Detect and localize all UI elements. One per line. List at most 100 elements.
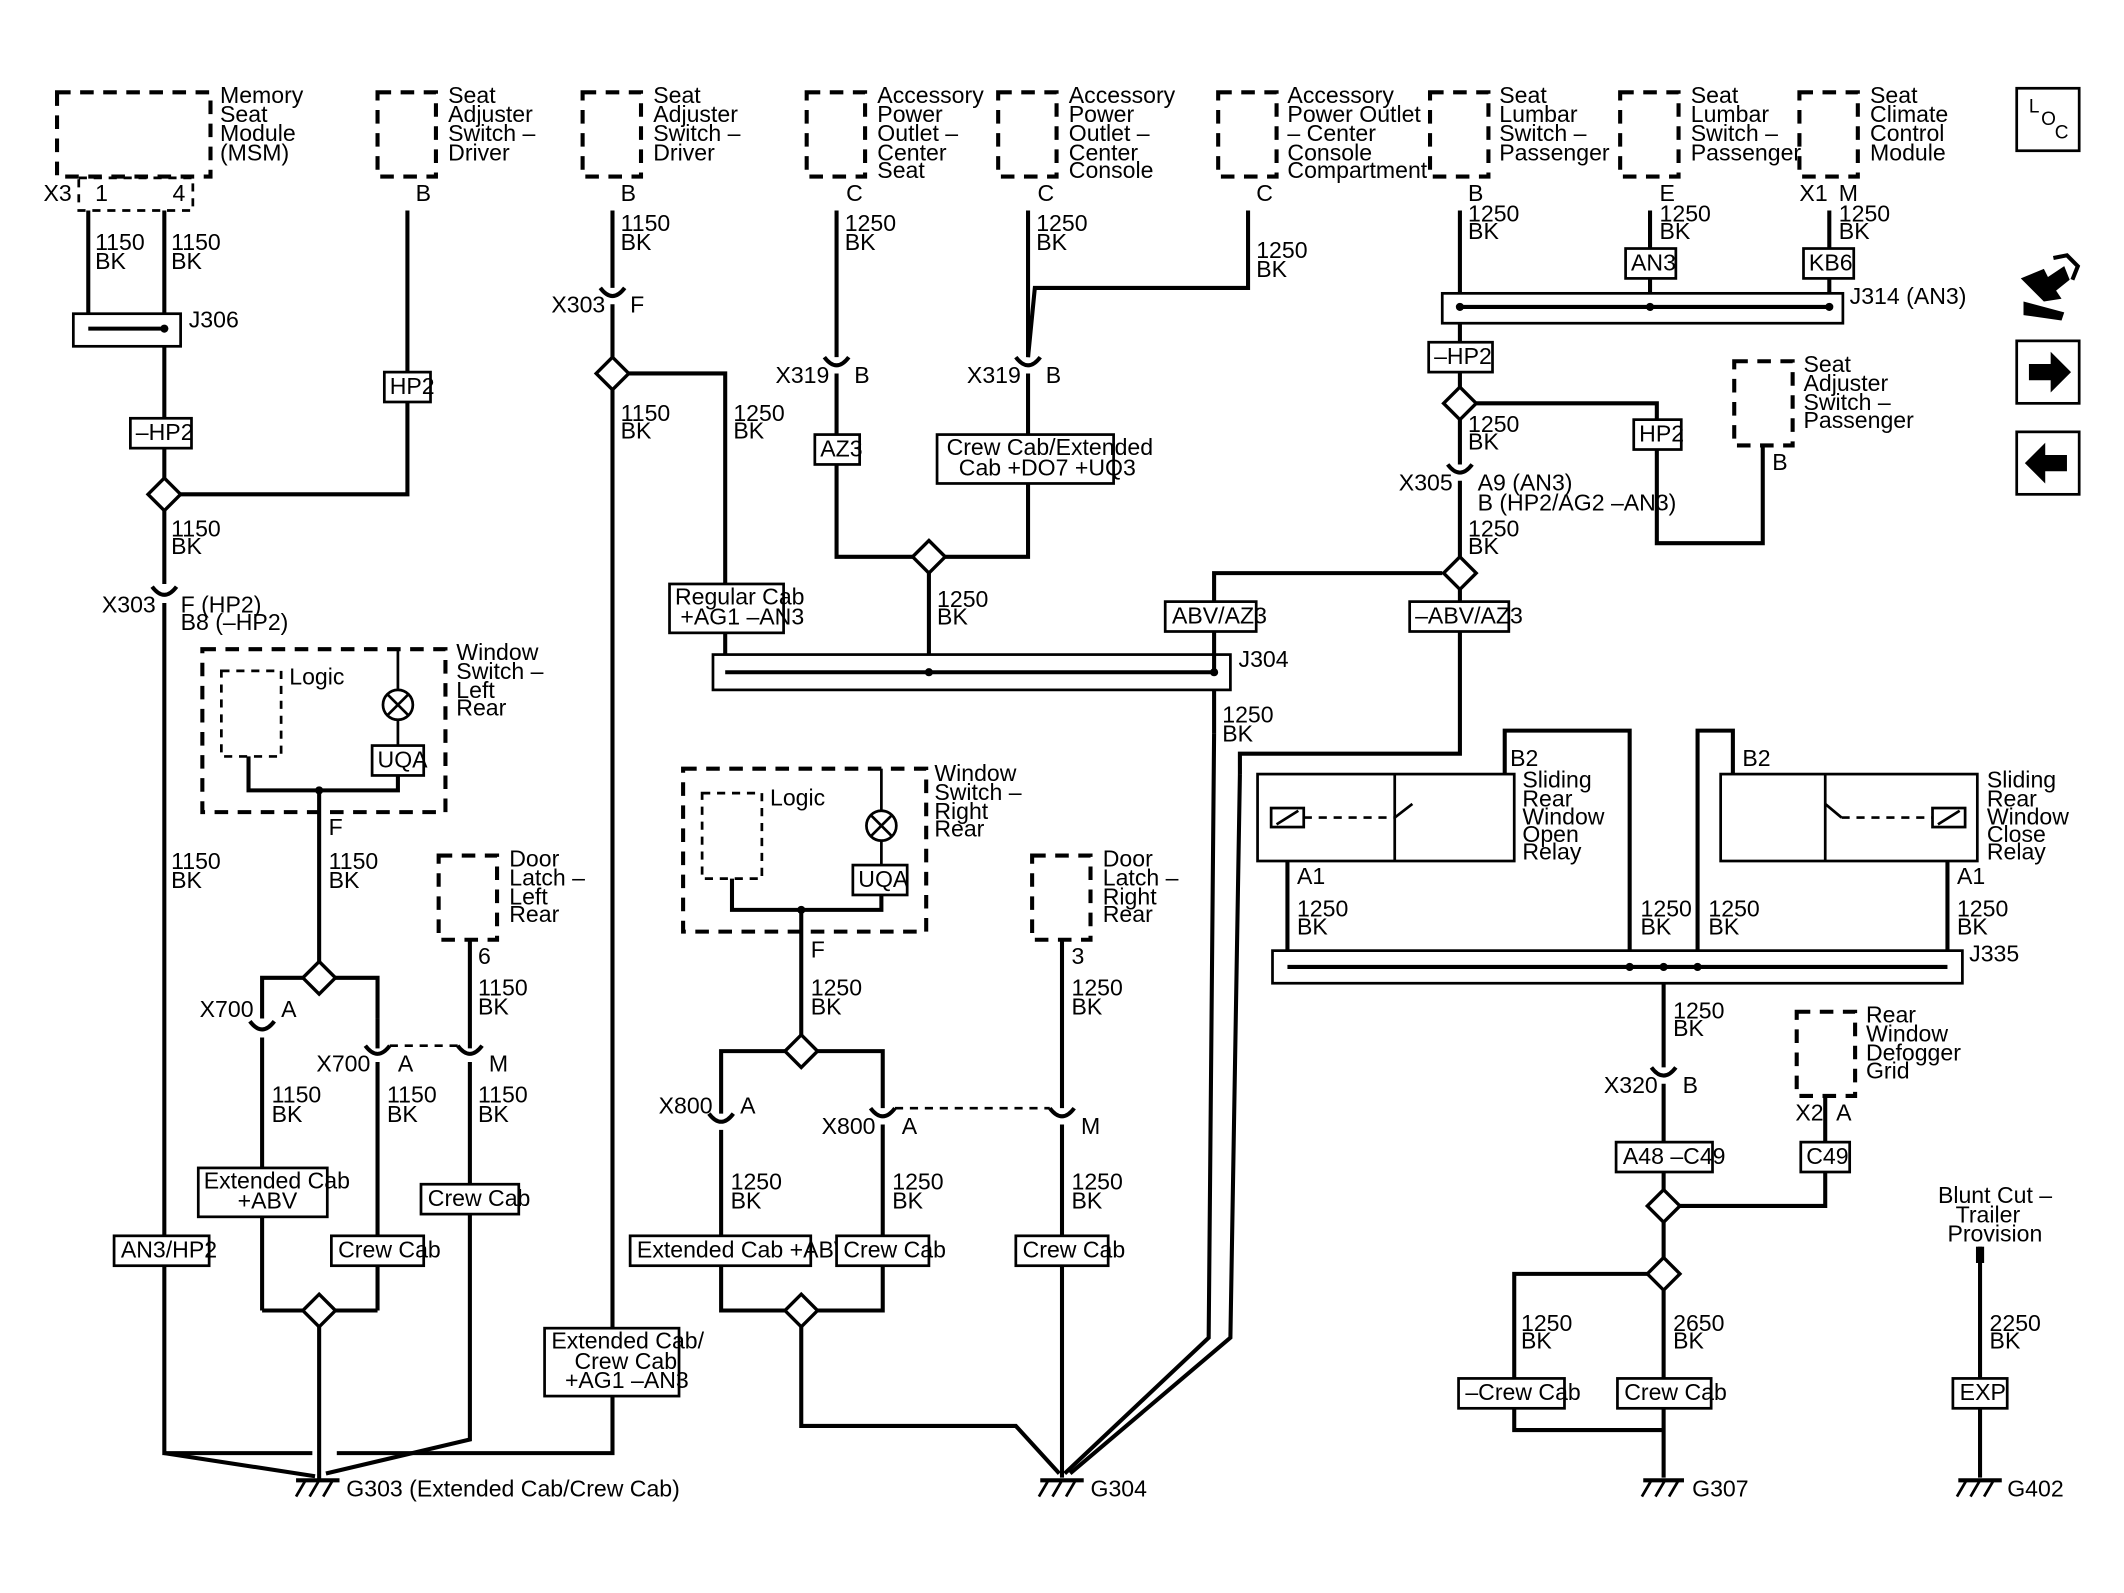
component-window-switch-left-rear: Logic Window Switch – Left Rear UQA F 11… <box>196 639 544 1330</box>
svg-text:BK: BK <box>892 1188 923 1214</box>
svg-text:6: 6 <box>478 943 491 969</box>
svg-text:Grid: Grid <box>1866 1057 1910 1083</box>
svg-text:BK: BK <box>478 993 509 1019</box>
svg-text:BK: BK <box>1990 1328 2021 1354</box>
component-seat-lumbar-passenger-1: Seat Lumbar Switch – Passenger B <box>1427 82 1610 206</box>
svg-text:Center: Center <box>877 139 947 165</box>
svg-text:Relay: Relay <box>1522 839 1581 865</box>
svg-text:1250: 1250 <box>1708 896 1759 922</box>
svg-text:B: B <box>1046 362 1061 388</box>
svg-text:Switch –: Switch – <box>456 658 543 684</box>
svg-text:Power: Power <box>877 101 943 127</box>
component-seat-adjuster-passenger: Seat Adjuster Switch – Passenger B <box>1732 351 1914 475</box>
svg-text:Extended Cab: Extended Cab <box>204 1167 350 1193</box>
svg-text:A1: A1 <box>1297 863 1325 889</box>
svg-text:A1: A1 <box>1957 863 1985 889</box>
component-door-latch-right-rear: Door Latch – Right Rear 3 1250 BK M 1250… <box>894 845 1179 1478</box>
svg-text:Power: Power <box>1069 101 1135 127</box>
svg-text:1250: 1250 <box>1673 998 1724 1024</box>
svg-text:1250: 1250 <box>1072 974 1123 1000</box>
svg-text:Seat: Seat <box>448 82 496 108</box>
svg-text:Crew Cab: Crew Cab <box>428 1185 531 1211</box>
svg-text:BK: BK <box>171 533 202 559</box>
svg-text:Switch –: Switch – <box>1691 120 1778 146</box>
svg-text:Door: Door <box>1103 845 1153 871</box>
svg-text:Seat: Seat <box>653 82 701 108</box>
svg-text:1250: 1250 <box>892 1169 943 1195</box>
svg-text:Left: Left <box>509 883 548 909</box>
svg-text:Power Outlet: Power Outlet <box>1287 101 1421 127</box>
svg-text:X1: X1 <box>1799 180 1827 206</box>
svg-text:UQA: UQA <box>378 746 429 772</box>
svg-text:C: C <box>846 180 863 206</box>
svg-text:E: E <box>1660 180 1675 206</box>
svg-text:BK: BK <box>1521 1328 1552 1354</box>
svg-text:Left: Left <box>456 677 495 703</box>
svg-text:1150: 1150 <box>171 515 221 541</box>
svg-text:BK: BK <box>478 1101 509 1127</box>
svg-text:Rear: Rear <box>1866 1002 1916 1028</box>
svg-text:BK: BK <box>95 248 126 274</box>
wiring-tools-icon[interactable] <box>2020 253 2081 321</box>
svg-text:1250: 1250 <box>1641 896 1692 922</box>
svg-text:BK: BK <box>387 1101 418 1127</box>
svg-text:BK: BK <box>1222 720 1253 746</box>
svg-text:Window: Window <box>1866 1021 1948 1047</box>
svg-text:Adjuster: Adjuster <box>653 101 738 127</box>
svg-text:X800: X800 <box>659 1093 713 1119</box>
svg-text:BK: BK <box>1468 429 1499 455</box>
component-accessory-outlet-center-seat: Accessory Power Outlet – Center Seat C <box>804 82 984 206</box>
svg-text:BK: BK <box>811 993 842 1019</box>
svg-text:BK: BK <box>733 418 764 444</box>
svg-text:Switch –: Switch – <box>1499 120 1586 146</box>
svg-text:X3: X3 <box>43 180 71 206</box>
svg-text:G307: G307 <box>1692 1476 1748 1502</box>
svg-text:B2: B2 <box>1742 745 1770 771</box>
svg-text:Right: Right <box>934 798 988 824</box>
location-view-button[interactable]: L O C <box>2015 86 2081 153</box>
svg-text:BK: BK <box>621 229 652 255</box>
component-rear-window-defogger: Rear Window Defogger Grid X2 A C49 <box>1679 1002 1961 1208</box>
svg-text:Adjuster: Adjuster <box>448 101 533 127</box>
svg-text:1150: 1150 <box>171 848 221 874</box>
svg-text:Module: Module <box>1870 139 1946 165</box>
svg-text:M: M <box>489 1051 508 1077</box>
back-arrow-button[interactable] <box>2015 430 2081 496</box>
svg-text:HP2: HP2 <box>390 373 435 399</box>
svg-text:Seat: Seat <box>1870 82 1918 108</box>
circuit-lumbar: 1250 BK 1250 BK AN3 1250 BK KB6 J314 (AN… <box>1237 200 1966 775</box>
svg-text:+AG1 –AN3: +AG1 –AN3 <box>680 604 804 630</box>
svg-text:BK: BK <box>1641 913 1672 939</box>
svg-text:–HP2: –HP2 <box>136 419 194 445</box>
svg-text:Switch –: Switch – <box>934 779 1021 805</box>
svg-text:Defogger: Defogger <box>1866 1040 1961 1066</box>
svg-text:J306: J306 <box>189 306 239 332</box>
svg-text:Driver: Driver <box>448 139 510 165</box>
svg-text:1250: 1250 <box>1468 515 1519 541</box>
svg-text:F (HP2): F (HP2) <box>181 591 262 617</box>
svg-text:Rear: Rear <box>456 695 506 721</box>
svg-text:Outlet –: Outlet – <box>877 120 958 146</box>
component-accessory-outlet-center-console: Accessory Power Outlet – Center Console … <box>996 82 1176 206</box>
svg-text:BK: BK <box>937 604 968 630</box>
svg-text:BK: BK <box>1297 913 1328 939</box>
svg-text:BK: BK <box>1708 913 1739 939</box>
svg-text:KB6: KB6 <box>1809 249 1853 275</box>
svg-text:Close: Close <box>1987 821 2046 847</box>
svg-text:X700: X700 <box>200 996 254 1022</box>
svg-text:1150: 1150 <box>329 848 379 874</box>
component-seat-adjuster-driver-2: Seat Adjuster Switch – Driver B <box>580 82 741 206</box>
svg-text:1250: 1250 <box>1468 200 1519 226</box>
svg-text:X305: X305 <box>1399 469 1453 495</box>
svg-text:Crew Cab: Crew Cab <box>843 1237 946 1263</box>
svg-text:A48 –C49: A48 –C49 <box>1623 1143 1726 1169</box>
forward-arrow-button[interactable] <box>2015 339 2081 405</box>
svg-text:Rear: Rear <box>1987 786 2037 812</box>
svg-text:Compartment: Compartment <box>1287 157 1427 183</box>
svg-text:BK: BK <box>1072 993 1103 1019</box>
svg-text:J335: J335 <box>1969 941 2019 967</box>
svg-text:1: 1 <box>95 180 108 206</box>
svg-text:Regular Cab: Regular Cab <box>675 583 805 609</box>
svg-text:G303 (Extended Cab/Crew Cab): G303 (Extended Cab/Crew Cab) <box>346 1476 680 1502</box>
svg-text:BK: BK <box>1660 218 1691 244</box>
